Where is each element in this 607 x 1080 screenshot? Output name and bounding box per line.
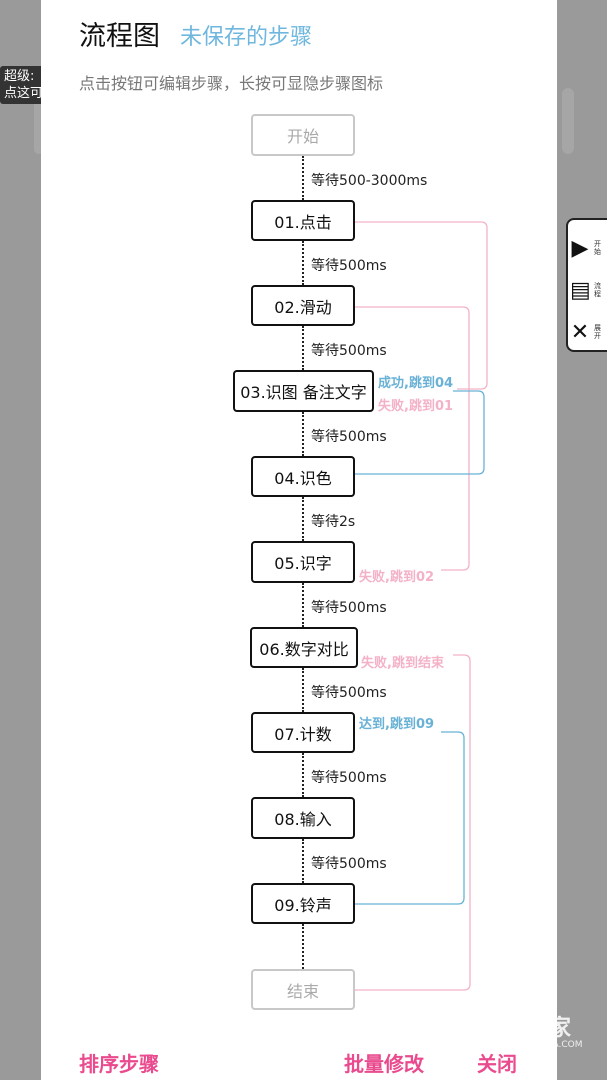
play-icon: ▶: [571, 235, 589, 261]
background-badge: 超级: 点这可: [0, 66, 48, 104]
wait-label: 等待500ms: [311, 856, 387, 872]
branch-label-success: 成功,跳到04: [378, 376, 454, 391]
branch-line-end: [355, 654, 471, 991]
step-end[interactable]: 结束: [251, 969, 355, 1010]
branch-label-reach: 达到,跳到09: [359, 717, 435, 732]
wait-label: 等待2s: [311, 514, 356, 530]
step-02-swipe[interactable]: 02.滑动: [251, 285, 355, 326]
branch-line-09: [355, 731, 465, 905]
wait-label: 等待500ms: [311, 429, 387, 445]
connector: [302, 156, 304, 200]
branch-label-fail: 失败,跳到01: [378, 399, 454, 414]
close-button[interactable]: 关闭: [477, 1052, 517, 1076]
wait-label: 等待500ms: [311, 600, 387, 616]
flowchart-icon: ▤: [570, 277, 591, 303]
step-07-count[interactable]: 07.计数: [251, 712, 355, 753]
side-start-button[interactable]: ▶ 开始: [571, 235, 601, 261]
step-06-compare[interactable]: 06.数字对比: [250, 627, 358, 668]
connector: [302, 924, 304, 969]
connector: [302, 241, 304, 285]
background-card: [34, 88, 44, 154]
connector: [302, 583, 304, 627]
wait-label: 等待500ms: [311, 685, 387, 701]
connector: [302, 753, 304, 797]
connector: [302, 412, 304, 456]
side-expand-button[interactable]: ✕ 展开: [570, 319, 601, 345]
floating-side-panel: ▶ 开始 ▤ 流程 ✕ 展开: [566, 218, 607, 352]
step-09-ringtone[interactable]: 09.铃声: [251, 883, 355, 924]
sort-steps-button[interactable]: 排序步骤: [79, 1052, 159, 1076]
step-04-color[interactable]: 04.识色: [251, 456, 355, 497]
connector: [302, 839, 304, 883]
step-start[interactable]: 开始: [251, 114, 355, 156]
branch-label-fail: 失败,跳到结束: [361, 656, 444, 671]
branch-line-01: [355, 221, 488, 390]
wait-label: 等待500-3000ms: [311, 173, 428, 189]
watermark: 硬件之家 YING JIAN ZHI JIA.COM: [439, 1008, 599, 1068]
batch-edit-button[interactable]: 批量修改: [344, 1052, 424, 1076]
dialog-hint: 点击按钮可编辑步骤，长按可显隐步骤图标: [79, 74, 384, 93]
step-05-text[interactable]: 05.识字: [251, 541, 355, 583]
step-08-input[interactable]: 08.输入: [251, 797, 355, 839]
step-01-click[interactable]: 01.点击: [251, 200, 355, 241]
connector: [302, 668, 304, 712]
wait-label: 等待500ms: [311, 258, 387, 274]
step-03-image[interactable]: 03.识图 备注文字: [233, 370, 374, 412]
background-card: [562, 88, 574, 154]
flowchart-dialog: 流程图 未保存的步骤 点击按钮可编辑步骤，长按可显隐步骤图标 等待500-300…: [41, 0, 557, 1080]
wait-label: 等待500ms: [311, 770, 387, 786]
connector: [302, 497, 304, 541]
expand-icon: ✕: [570, 319, 590, 345]
watermark-logo-icon: [441, 1012, 477, 1052]
wait-label: 等待500ms: [311, 343, 387, 359]
side-flow-button[interactable]: ▤ 流程: [570, 277, 601, 303]
branch-label-fail: 失败,跳到02: [359, 570, 435, 585]
connector: [302, 326, 304, 370]
unsaved-status: 未保存的步骤: [180, 25, 313, 50]
dialog-title: 流程图: [79, 21, 160, 52]
